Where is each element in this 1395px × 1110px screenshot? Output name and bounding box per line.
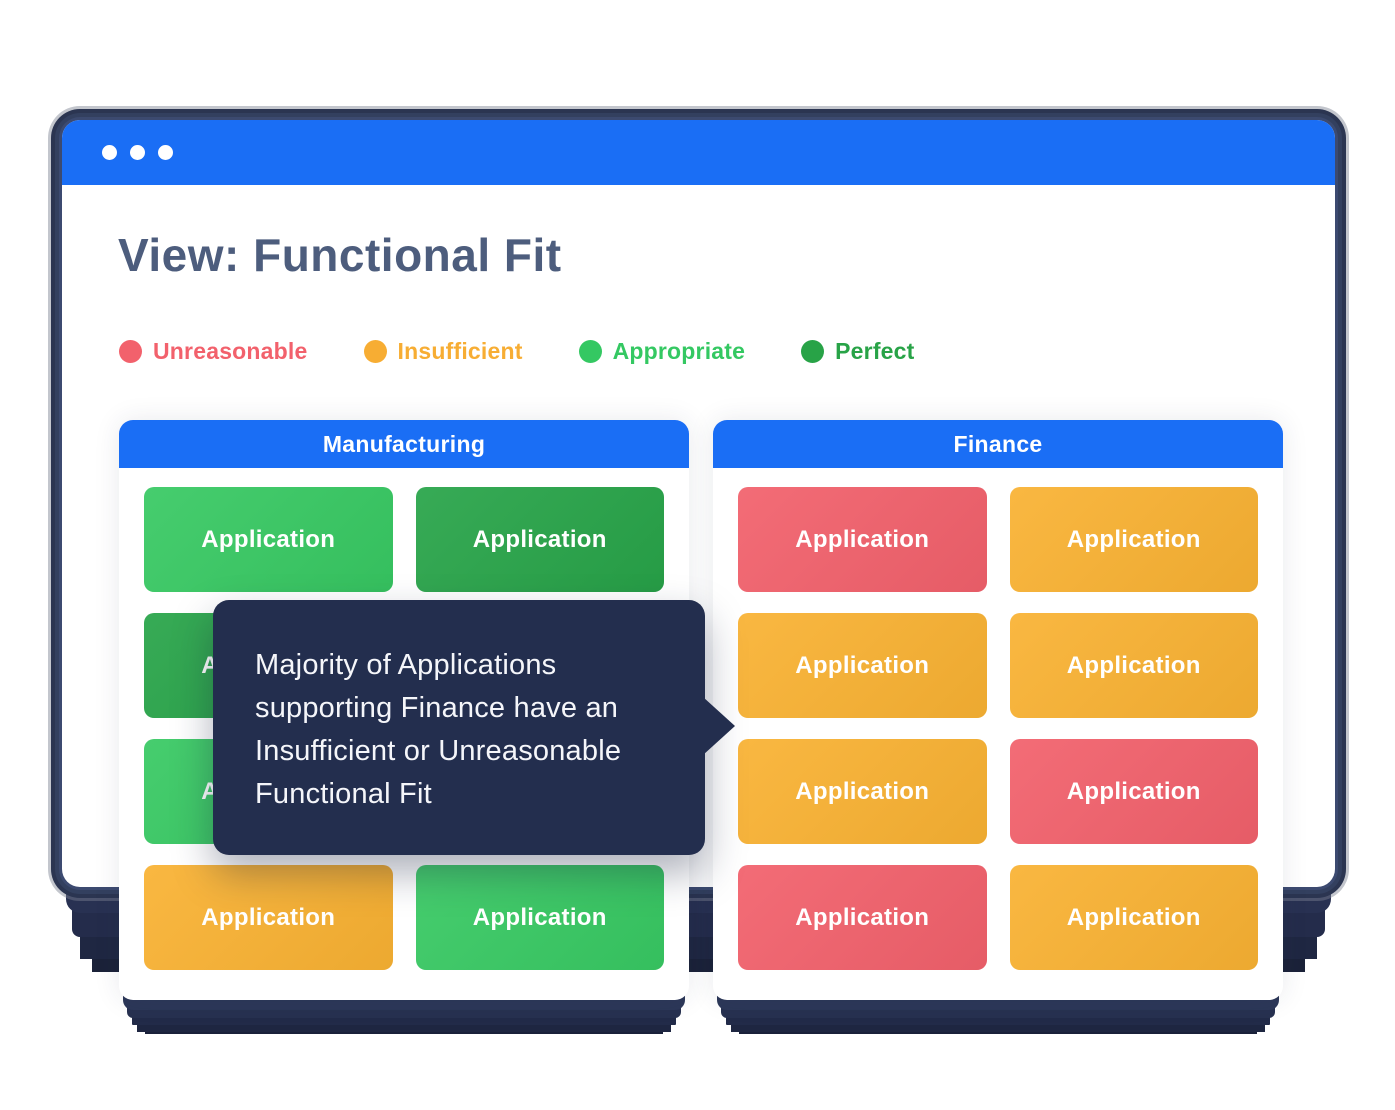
application-card[interactable]: Application — [1009, 613, 1258, 718]
window-control-dot-1[interactable] — [102, 145, 117, 160]
window-control-dot-3[interactable] — [158, 145, 173, 160]
tooltip-callout: Majority of Applications supporting Fina… — [213, 600, 735, 855]
legend-label: Perfect — [835, 338, 915, 364]
column-finance: Finance Application Application Applicat… — [713, 420, 1283, 1000]
application-card[interactable]: Application — [144, 865, 393, 970]
legend-dot-unreasonable-icon — [119, 340, 142, 363]
window-titlebar — [62, 120, 1335, 185]
application-card[interactable]: Application — [1009, 739, 1258, 844]
card-grid: Application Application Application Appl… — [713, 468, 1283, 995]
page-title: View: Functional Fit — [118, 229, 562, 281]
legend-dot-perfect-icon — [801, 340, 825, 363]
legend-label: Appropriate — [612, 338, 746, 364]
legend: Unreasonable Insufficient Appropriate Pe… — [119, 338, 915, 365]
application-card[interactable]: Application — [144, 487, 393, 592]
legend-item-insufficient: Insufficient — [363, 338, 523, 365]
application-card[interactable]: Application — [738, 739, 987, 844]
column-header-manufacturing: Manufacturing — [119, 420, 689, 468]
application-card[interactable]: Application — [415, 487, 664, 592]
application-card[interactable]: Application — [738, 487, 987, 592]
legend-item-unreasonable: Unreasonable — [119, 338, 308, 365]
window-control-dot-2[interactable] — [130, 145, 145, 160]
application-card[interactable]: Application — [1009, 865, 1258, 970]
application-card[interactable]: Application — [738, 613, 987, 718]
column-header-finance: Finance — [713, 420, 1283, 468]
legend-dot-appropriate-icon — [578, 340, 602, 363]
application-card[interactable]: Application — [738, 865, 987, 970]
legend-item-perfect: Perfect — [801, 338, 914, 365]
tooltip-text: Majority of Applications supporting Fina… — [255, 649, 622, 810]
application-card[interactable]: Application — [1009, 487, 1258, 592]
legend-label: Unreasonable — [153, 338, 308, 364]
legend-dot-insufficient-icon — [363, 340, 387, 363]
legend-item-appropriate: Appropriate — [578, 338, 746, 365]
tooltip-arrow-icon — [703, 697, 735, 755]
legend-label: Insufficient — [397, 338, 523, 364]
application-card[interactable]: Application — [415, 865, 664, 970]
